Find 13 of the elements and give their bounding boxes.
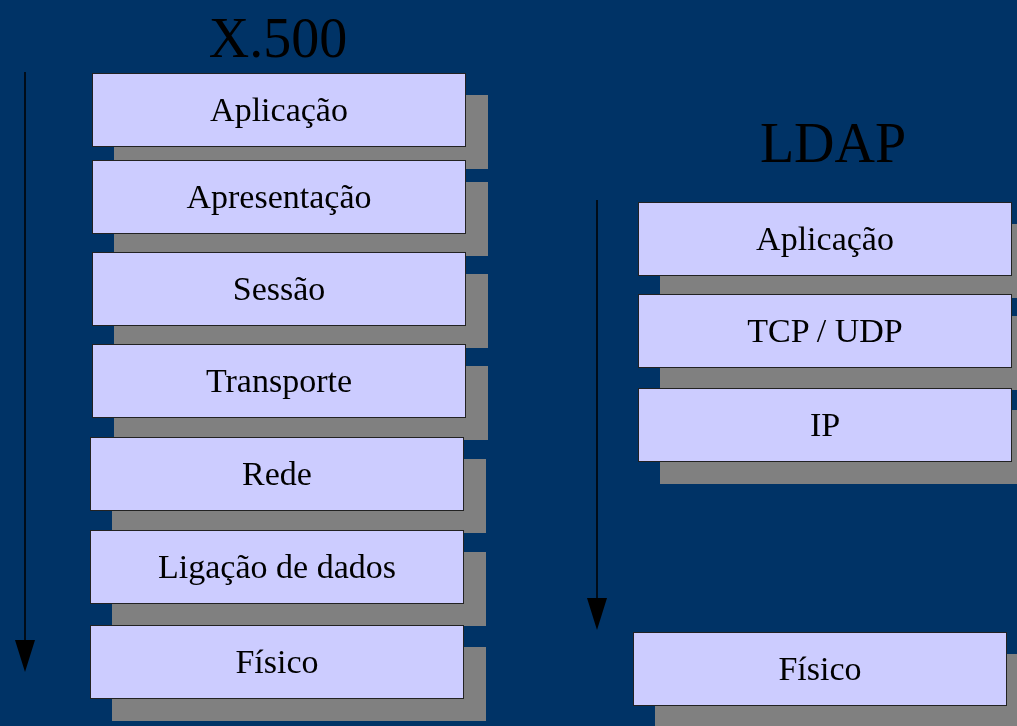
layer-name: Transporte <box>205 362 353 400</box>
layer-name: Sessão <box>232 270 326 308</box>
column-heading: X.500 <box>208 10 348 66</box>
layer-name: Aplicação <box>756 220 894 258</box>
column-heading: LDAP <box>759 115 907 171</box>
layer-name: Rede <box>242 455 312 493</box>
layer-name: Apresentação <box>186 178 372 216</box>
layer-name: Aplicação <box>210 91 348 129</box>
layer-name: Físico <box>778 650 862 688</box>
layer-name: Ligação de dados <box>158 548 396 586</box>
layer-name: Físico <box>235 643 319 681</box>
layer-name: IP <box>809 406 841 444</box>
layer-name: TCP / UDP <box>747 312 903 350</box>
